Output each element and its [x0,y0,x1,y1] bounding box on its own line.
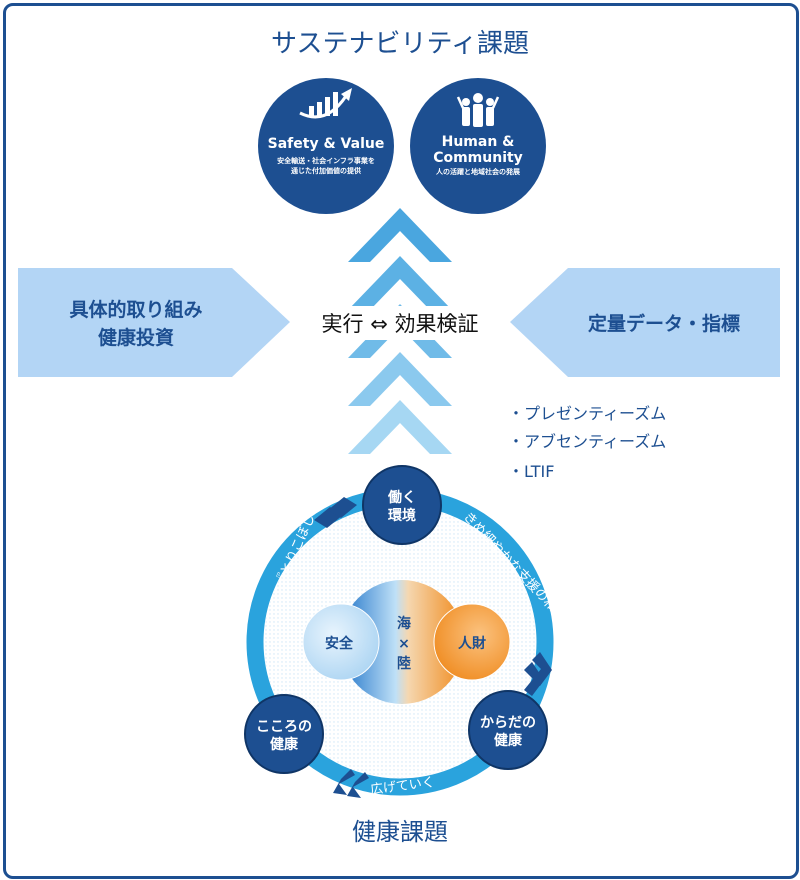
center-label-bg [300,306,500,340]
core-center-line3: 陸 [397,655,411,672]
upward-chevrons [348,208,452,454]
chevron-up-icon [348,352,452,406]
core-venn: 安全 人財 海 × 陸 [302,580,511,704]
goal-1-desc-2: 通じた付加価値の提供 [291,166,361,175]
goal-2-title-1: Human & [442,134,515,150]
people-icon [456,93,500,127]
core-center-line2: × [398,636,410,652]
right-arrow-label: 定量データ・指標 [588,312,740,335]
chevron-up-icon [348,304,452,358]
goal-1-desc-1: 安全輸送・社会インフラ事業を [277,156,375,165]
goal-2-desc: 人の活躍と地域社会の発展 [436,167,521,176]
bottom-title: 健康課題 [352,818,448,846]
node-work-line2: 環境 [388,507,416,524]
goal-1-title: Safety & Value [268,136,385,152]
left-arrow-panel: 具体的取り組み 健康投資 [18,268,290,377]
chart-arrow-icon [299,88,352,119]
core-right-label: 人財 [458,635,486,652]
left-arrow-line2: 健康投資 [98,326,174,349]
core-center-circle [340,580,464,704]
goal-human-community: Human & Community 人の活躍と地域社会の発展 [410,78,546,214]
right-arrow-panel: 定量データ・指標 [510,268,780,377]
goal-safety-value: Safety & Value 安全輸送・社会インフラ事業を 通じた付加価値の提供 [258,78,394,214]
indicator-item: ・LTIF [508,462,554,481]
node-mind-health: こころの 健康 [244,694,324,774]
core-left-label: 安全 [325,635,354,652]
top-title: サステナビリティ課題 [271,29,529,59]
chevron-up-icon [348,256,452,310]
indicator-list: ・プレゼンティーズム ・アブセンティーズム ・LTIF [508,404,666,481]
node-body-line1: からだの [480,715,536,731]
health-cycle: 『とりこぼしのない』 きめ細やかな支援の和を 広げていく 働く 環境 からだの … [244,465,569,798]
goal-2-title-2: Community [433,150,523,166]
node-body-health: からだの 健康 [468,690,548,770]
node-body-line2: 健康 [494,732,523,749]
node-mind-line1: こころの [256,719,312,735]
core-left-circle [302,603,380,681]
indicator-item: ・プレゼンティーズム [508,404,666,423]
node-work-environment: 働く 環境 [362,465,442,545]
core-right-circle [433,603,511,681]
ring-chevron-icon [314,497,552,798]
center-label: 実行 ⇔ 効果検証 [322,312,479,336]
core-center-line1: 海 [397,615,411,632]
chevron-up-icon [348,400,452,454]
node-work-line1: 働く [387,489,416,506]
indicator-item: ・アブセンティーズム [508,432,666,451]
left-arrow-line1: 具体的取り組み [69,298,202,321]
chevron-up-icon [348,208,452,262]
node-mind-line2: 健康 [270,736,299,753]
